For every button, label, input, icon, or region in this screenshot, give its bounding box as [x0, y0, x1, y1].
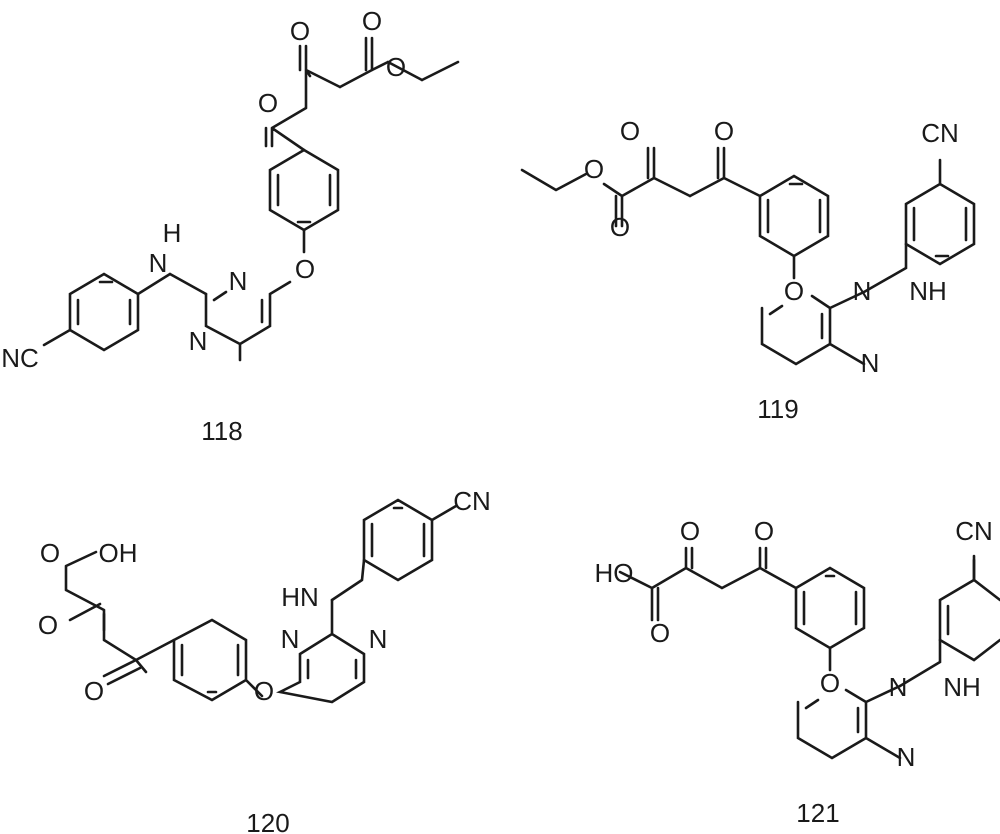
compound-118: O O O O O N N H N NC 118: [1, 6, 460, 446]
atom-O-keto: O: [714, 116, 734, 146]
atom-O-carbonyl: O: [362, 6, 382, 36]
compound-120: O OH O O CN HN N N O 120: [38, 486, 491, 834]
compound-121: O O HO O CN O N NH N 121: [595, 516, 1000, 828]
atom-HO: HO: [595, 558, 634, 588]
atom-NH: NH: [909, 276, 947, 306]
atom-O-1: O: [620, 116, 640, 146]
atom-O-ether: O: [820, 668, 840, 698]
atom-O-carbonyl: O: [610, 212, 630, 242]
compound-label-121: 121: [796, 798, 839, 828]
atom-N-pyrimidine-1: N: [229, 266, 248, 296]
compound-label-118: 118: [201, 416, 242, 446]
atom-CN: CN: [921, 118, 959, 148]
atom-N-pyrimidine-2: N: [189, 326, 208, 356]
atom-O-keto2: O: [84, 676, 104, 706]
atom-O-ester: O: [584, 154, 604, 184]
atom-O-keto2: O: [258, 88, 278, 118]
atom-O-acid: O: [650, 618, 670, 648]
atom-N-pyrimidine-2: N: [861, 348, 880, 378]
atom-NH: NH: [943, 672, 981, 702]
atom-N-pyrimidine-1: N: [889, 672, 908, 702]
compound-119: O O O O CN O N NH N 119: [520, 116, 976, 424]
atom-OH: OH: [99, 538, 138, 568]
atom-O-ether: O: [784, 276, 804, 306]
atom-O-keto-1: O: [680, 516, 700, 546]
atom-O-ester: O: [386, 52, 406, 82]
atom-HN: HN: [281, 582, 319, 612]
atom-H: H: [163, 218, 182, 248]
atom-CN: CN: [453, 486, 491, 516]
atom-N-amine: N: [149, 248, 168, 278]
atom-O-ether: O: [295, 254, 315, 284]
atom-N-pyrimidine-1: N: [853, 276, 872, 306]
atom-N-pyrimidine-2: N: [897, 742, 916, 772]
compound-label-120: 120: [246, 808, 289, 834]
atom-NC: NC: [1, 343, 39, 373]
atom-O-keto: O: [38, 610, 58, 640]
atom-N-pyrimidine-1: N: [281, 624, 300, 654]
atom-O-keto-2: O: [754, 516, 774, 546]
atom-O-ether: O: [254, 676, 274, 706]
compound-label-119: 119: [757, 394, 798, 424]
atom-O-acid: O: [40, 538, 60, 568]
atom-N-pyrimidine-2: N: [369, 624, 388, 654]
atom-O-keto: O: [290, 16, 310, 46]
atom-CN: CN: [955, 516, 993, 546]
